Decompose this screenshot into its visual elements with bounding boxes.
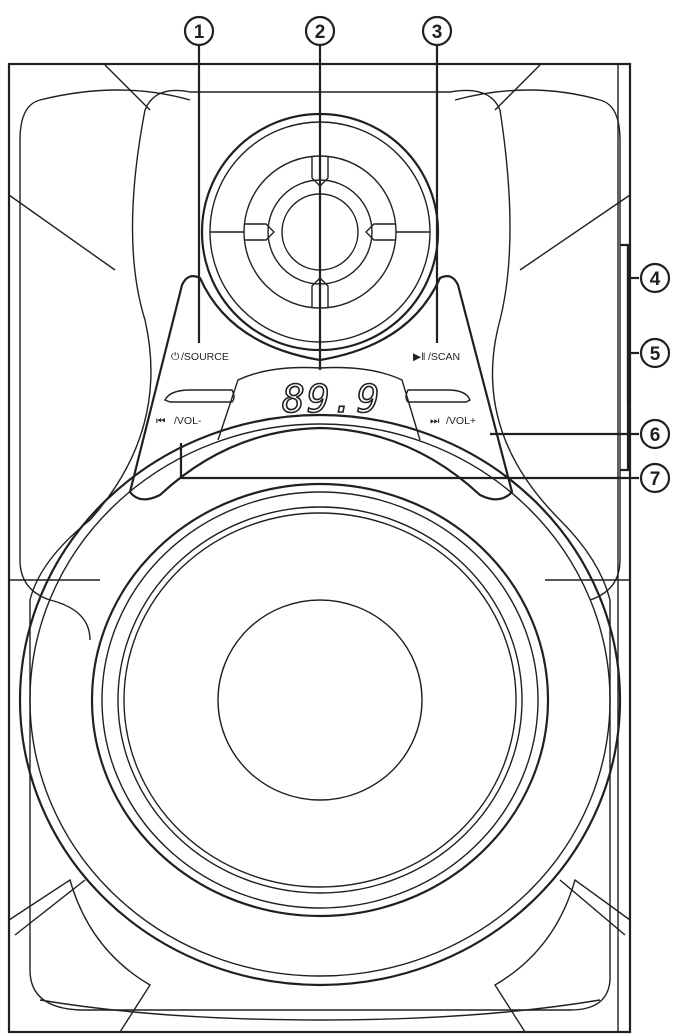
callout-1-number: 1 — [194, 22, 205, 43]
next-vol-up-button[interactable]: ⏭ /VOL+ — [430, 415, 476, 427]
previous-track-icon: ⏮ — [156, 415, 166, 427]
play-scan-button-label: /SCAN — [428, 351, 460, 363]
callout-4: 4 — [639, 262, 671, 294]
callout-2-number: 2 — [315, 22, 326, 43]
play-scan-button[interactable]: ▶‖ /SCAN — [413, 351, 460, 363]
next-track-icon: ⏭ — [430, 415, 440, 427]
callout-5: 5 — [639, 337, 671, 369]
callout-6: 6 — [639, 418, 671, 450]
callout-5-number: 5 — [650, 344, 661, 365]
callout-leaders — [179, 46, 639, 480]
play-pause-icon: ▶‖ — [413, 351, 425, 363]
source-button-label: /SOURCE — [181, 351, 229, 363]
lower-facets — [8, 878, 631, 1033]
upper-panel — [8, 64, 631, 1011]
callout-1: 1 — [183, 15, 215, 47]
callout-4-number: 4 — [650, 269, 661, 290]
callout-2: 2 — [304, 15, 336, 47]
callout-7-number: 7 — [650, 469, 661, 490]
power-icon: ⏻ — [171, 351, 180, 363]
prev-vol-down-button-label: /VOL- — [174, 415, 202, 427]
source-button[interactable]: ⏻ /SOURCE — [171, 351, 229, 363]
next-vol-up-button-label: /VOL+ — [446, 415, 476, 427]
woofer — [18, 413, 622, 987]
callout-6-number: 6 — [650, 425, 661, 446]
callout-7: 7 — [639, 462, 671, 494]
callout-3-number: 3 — [432, 22, 443, 43]
callout-3: 3 — [421, 15, 453, 47]
prev-vol-down-button[interactable]: ⏮ /VOL- — [156, 415, 202, 427]
